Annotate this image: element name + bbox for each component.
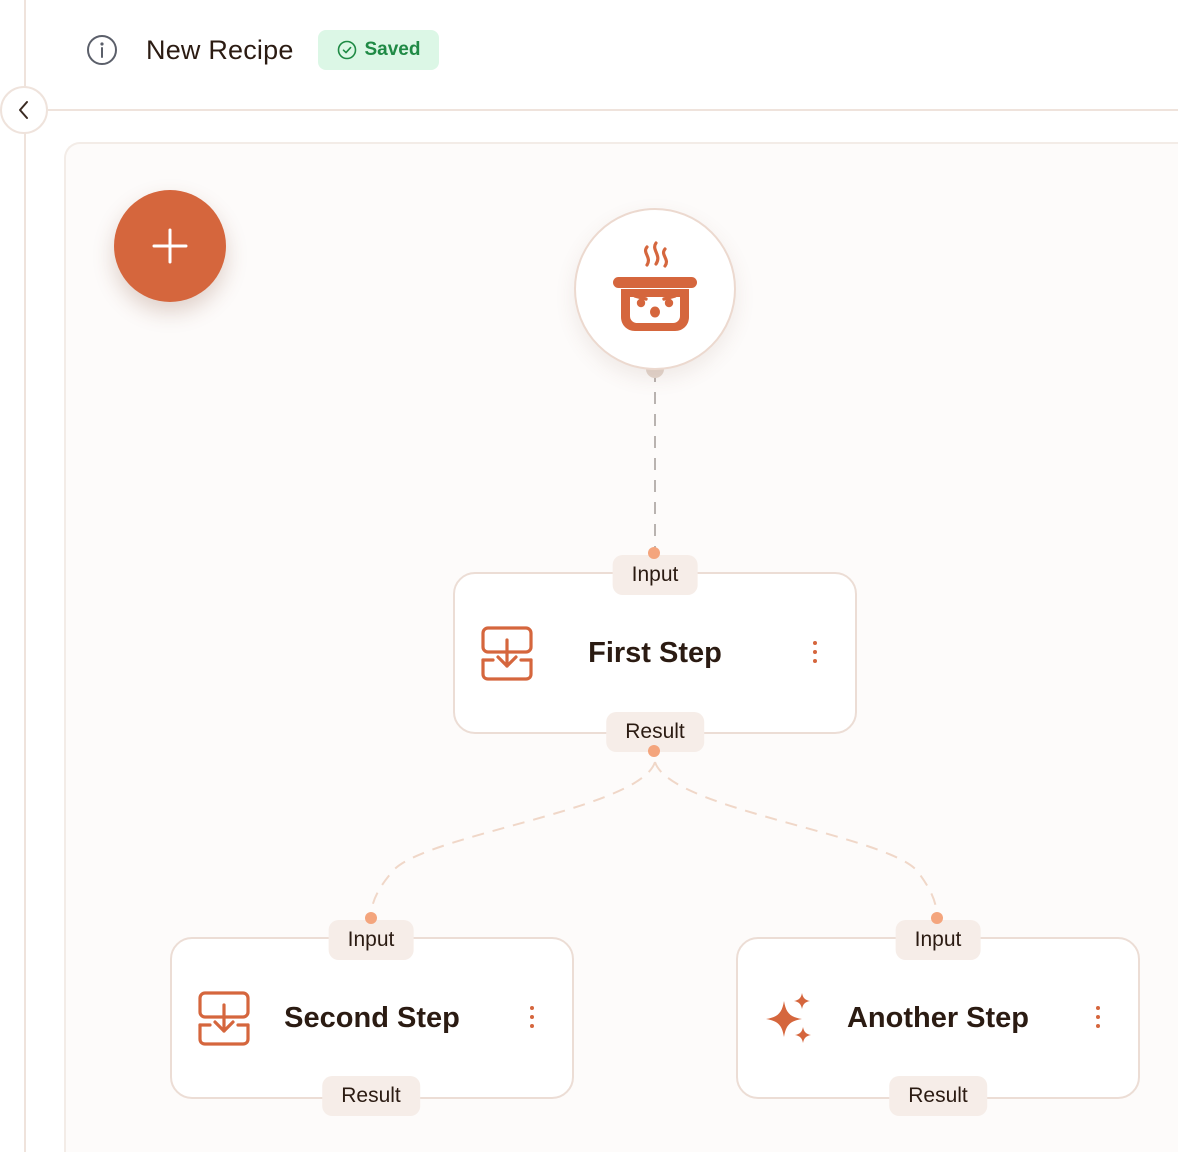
add-step-button[interactable] [114,190,226,302]
download-tray-icon [196,991,252,1047]
kebab-menu-icon[interactable] [805,634,825,670]
sidebar-rail [24,0,26,1152]
cooking-pot-icon [613,241,697,331]
saved-status-label: Saved [364,39,421,60]
step-card-second[interactable]: Second Step [170,937,574,1099]
kebab-menu-icon[interactable] [1088,999,1108,1035]
result-port-second[interactable]: Result [322,1076,420,1116]
result-port-another[interactable]: Result [889,1076,987,1116]
step-title: Another Step [846,1002,1030,1034]
plus-icon [152,228,188,264]
collapse-sidebar-button[interactable] [0,86,48,134]
input-port-first[interactable]: Input [612,555,698,595]
input-port-another[interactable]: Input [895,920,981,960]
chevron-left-icon [19,101,28,119]
result-port-first[interactable]: Result [606,712,704,752]
sparkles-icon [762,991,818,1047]
download-tray-icon [479,626,535,682]
recipe-root-node[interactable] [574,208,736,370]
recipe-title[interactable]: New Recipe [146,35,294,65]
recipe-header: New Recipe Saved [26,0,1178,110]
header-divider [48,109,1178,111]
step-card-another[interactable]: Another Step [736,937,1140,1099]
saved-status-badge: Saved [318,30,439,70]
step-title: Second Step [284,1002,460,1034]
step-card-first[interactable]: First Step [453,572,857,734]
input-port-second[interactable]: Input [328,920,414,960]
info-icon[interactable] [86,34,118,66]
kebab-menu-icon[interactable] [522,999,542,1035]
step-title: First Step [588,637,722,669]
check-circle-icon [337,40,356,60]
